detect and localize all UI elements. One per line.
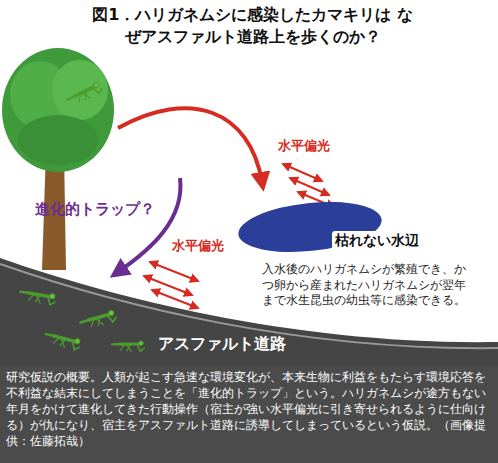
tree-canopy [2, 48, 114, 172]
polarized-light-arrow [144, 276, 192, 295]
caption-band [0, 366, 498, 463]
figure-title: 図1．ハリガネムシに感染したカマキリは なぜアスファルト道路上を歩くのか？ [90, 4, 415, 47]
figure-caption: 研究仮説の概要。人類が起こす急速な環境変化が、本来生物に利益をもたらす環境応答を… [6, 369, 492, 449]
pool-heading: 枯れない水辺 [332, 231, 422, 251]
road-heading: アスファルト道路 [158, 334, 286, 355]
trap-label: 進化的トラップ？ [35, 200, 155, 220]
polarization-label: 水平偏光 [172, 238, 224, 255]
polarization-label: 水平偏光 [278, 138, 330, 155]
mantis [19, 286, 57, 307]
polarized-light-arrow [283, 164, 322, 181]
polarized-light-arrow [152, 290, 198, 308]
trap-arrow [118, 178, 180, 272]
attraction-arrow [118, 108, 262, 182]
water-pool: 枯れない水辺 [236, 195, 436, 259]
polarized-light-arrow [290, 178, 329, 195]
road-label-area: アスファルト道路 [150, 330, 300, 358]
asphalt-road [0, 258, 498, 366]
pool-description: 入水後のハリガネムシが繁殖でき、かつ卵から産まれたハリガネムシが翌年まで水生昆虫… [262, 262, 474, 309]
mantis [44, 328, 82, 352]
mantis [79, 310, 117, 329]
mantis [65, 81, 103, 105]
mantis [112, 339, 145, 353]
polarized-light-arrow [150, 262, 198, 281]
